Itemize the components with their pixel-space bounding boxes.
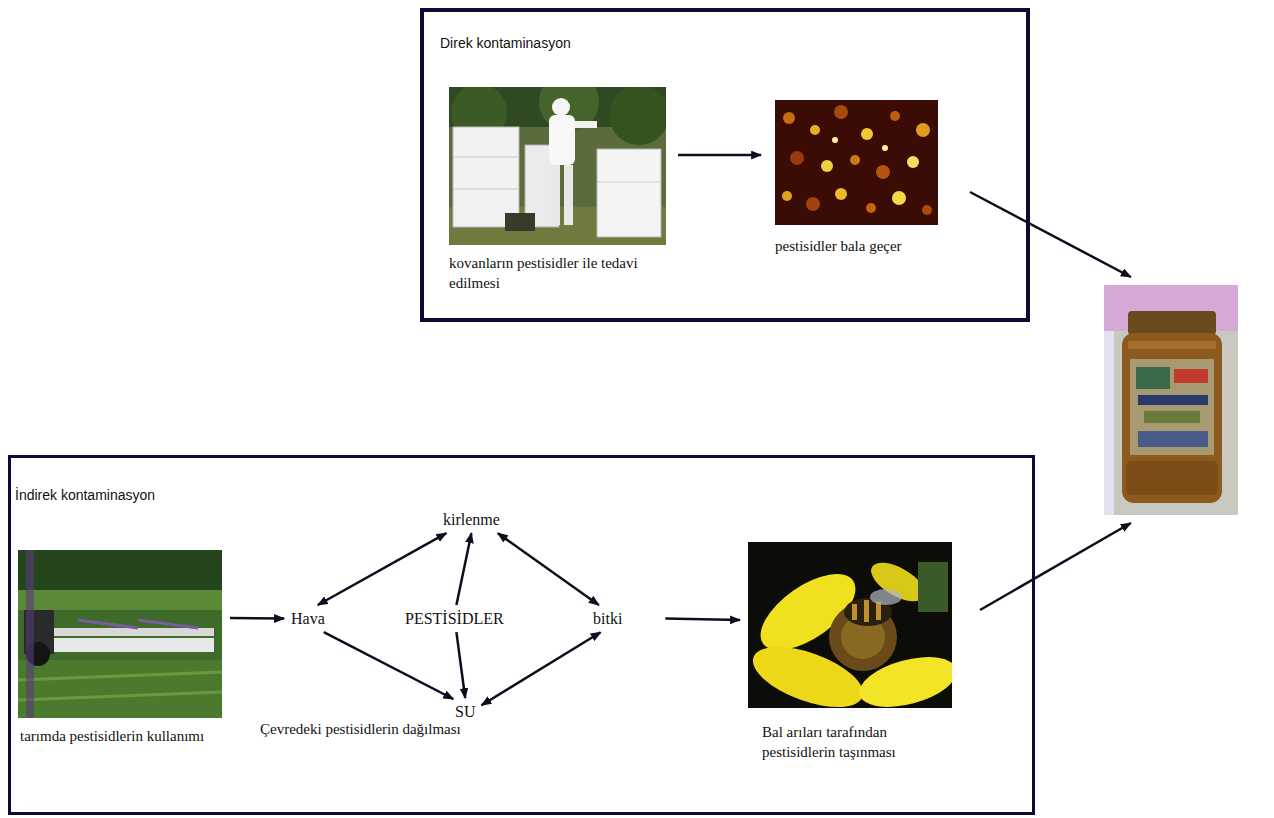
honeycomb-photo xyxy=(775,100,938,225)
flow-arrow xyxy=(678,154,761,157)
photo-caption: Bal arıları tarafından pestisidlerin taş… xyxy=(762,722,960,763)
bee-on-flower-photo xyxy=(748,542,952,708)
plant-term: bitki xyxy=(590,608,625,629)
cycle-caption: Çevredeki pestisidlerin dağılması xyxy=(258,721,463,738)
photo-caption: pestisidler bala geçer xyxy=(775,236,945,256)
flow-arrow xyxy=(456,632,465,698)
term-label: kirlenme xyxy=(443,510,500,529)
photo-caption: tarımda pestisidlerin kullanımı xyxy=(20,726,230,746)
agriculture-use-step: tarımda pestisidlerin kullanımı xyxy=(18,550,230,746)
pesticides-hub: PESTİSİDLER xyxy=(402,608,507,629)
flow-arrow xyxy=(970,192,1131,277)
frame-heading: Direk kontaminasyon xyxy=(440,35,571,51)
flow-arrow xyxy=(665,619,740,620)
honey-jar-photo xyxy=(1104,285,1238,515)
flow-arrow xyxy=(318,533,447,605)
air-term: Hava xyxy=(288,608,328,629)
flow-arrow xyxy=(498,533,599,605)
photo-caption: kovanların pestisidler ile tedavi edilme… xyxy=(449,253,666,294)
hive-treatment-step: kovanların pestisidler ile tedavi edilme… xyxy=(449,87,666,294)
tractor-photo xyxy=(18,550,222,718)
bee-transport-step: Bal arıları tarafından pestisidlerin taş… xyxy=(748,542,960,763)
frame-heading: İndirek kontaminasyon xyxy=(15,487,155,503)
flow-arrow xyxy=(324,632,454,699)
term-label: Hava xyxy=(291,609,325,628)
indirect-contamination-frame: İndirek kontaminasyon tarımda pestisidler… xyxy=(8,455,1035,815)
flow-arrow xyxy=(482,632,601,705)
flow-arrow xyxy=(230,617,284,620)
beekeeper-photo xyxy=(449,87,666,245)
flow-arrow xyxy=(980,523,1131,610)
term-label: bitki xyxy=(593,609,622,628)
water-term: SU xyxy=(452,701,478,722)
direct-contamination-frame: Direk kontaminasyon kovanların pestisidle… xyxy=(420,8,1030,322)
term-label: PESTİSİDLER xyxy=(405,609,504,628)
flow-arrow xyxy=(456,533,471,605)
pollution-term: kirlenme xyxy=(440,509,503,530)
term-label: SU xyxy=(455,702,475,721)
honey-transfer-step: pestisidler bala geçer xyxy=(775,100,945,256)
honey-jar xyxy=(1104,285,1238,515)
